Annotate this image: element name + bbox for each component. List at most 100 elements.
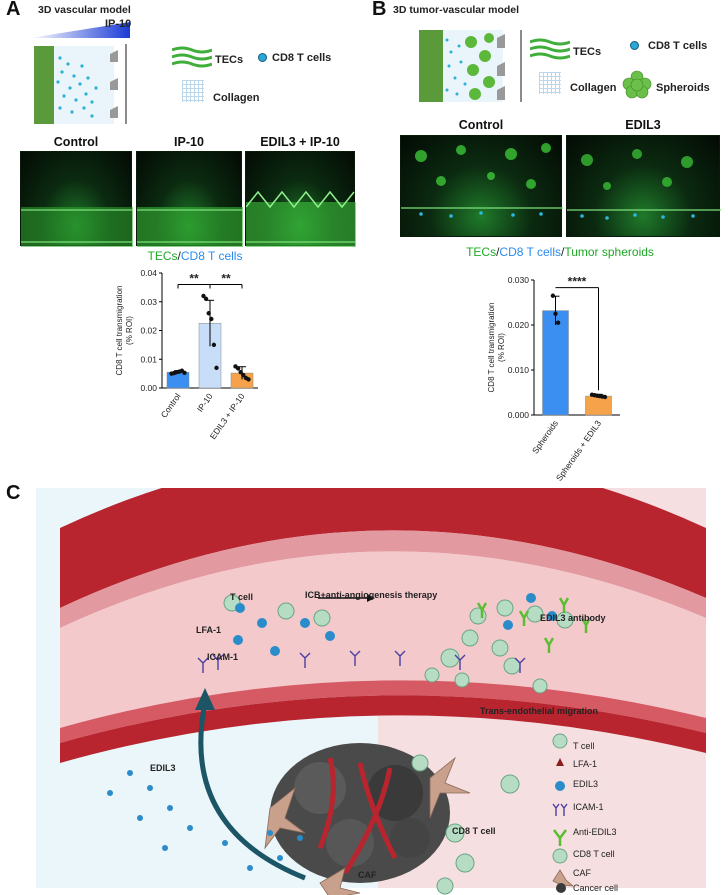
data-point xyxy=(235,366,241,371)
panel-b-channel-legend: TECs/CD8 T cells/Tumor spheroids xyxy=(440,245,680,259)
sig-label-b: **** xyxy=(568,275,587,289)
channel-b-tecs: TECs xyxy=(466,245,497,259)
ip10-gradient-wedge xyxy=(30,22,130,38)
tumor-vascular-model-schematic xyxy=(419,30,522,102)
data-point xyxy=(550,293,556,298)
tumor-mass xyxy=(270,743,450,883)
spheroid-icon xyxy=(622,70,652,99)
legend-tecs-label: TECs xyxy=(215,54,244,66)
c-label-icam1: ICAM-1 xyxy=(207,652,238,662)
category-label-1: IP-10 xyxy=(195,391,215,414)
c-label-edil3: EDIL3 xyxy=(150,763,176,773)
condition-label-control: Control xyxy=(53,135,99,149)
data-point xyxy=(206,311,211,316)
y-tick-label: 0.020 xyxy=(508,320,530,330)
legend-c-lfa1: LFA-1 xyxy=(573,759,598,769)
c-label-cd8-tcell: CD8 T cell xyxy=(452,826,496,836)
data-point xyxy=(602,394,608,400)
category-label-0: Spheroids xyxy=(530,418,560,455)
legend-c-tcell: T cell xyxy=(573,741,595,751)
panel-c-letter: C xyxy=(6,482,21,504)
micrograph-edil3-ip10 xyxy=(245,151,356,247)
micrograph-b-edil3 xyxy=(566,135,721,237)
y-tick-label: 0.000 xyxy=(508,410,530,420)
y-tick-label: 0.010 xyxy=(508,365,530,375)
ip10-gradient-label: IP-10 xyxy=(105,18,132,30)
bar-0 xyxy=(542,310,569,416)
panel-c-legend-icons xyxy=(552,733,575,887)
y-tick-label: 0.02 xyxy=(140,326,157,336)
panel-b-model-title: 3D tumor-vascular model xyxy=(393,4,520,16)
condition-label-b-control: Control xyxy=(458,118,504,132)
vessel-top-wall xyxy=(60,488,706,608)
c-label-therapy: ICB+anti-angiogenesis therapy xyxy=(305,590,438,600)
condition-label-b-edil3: EDIL3 xyxy=(625,118,661,132)
data-point xyxy=(201,293,206,299)
data-point xyxy=(203,296,209,302)
legend-c-edil3: EDIL3 xyxy=(573,779,599,789)
panel-a-letter: A xyxy=(6,0,21,20)
channel-b-cd8: CD8 T cells xyxy=(499,245,561,259)
c-label-edil3-antibody: EDIL3 antibody xyxy=(540,613,606,623)
data-point xyxy=(241,372,246,378)
data-point xyxy=(246,377,251,382)
channel-b-sep1: / xyxy=(496,245,500,259)
y-tick-label: 0.01 xyxy=(140,354,157,364)
legend-b-cd8-label: CD8 T cells xyxy=(648,40,708,52)
y-axis-label: CD8 T cell transmigration xyxy=(487,303,496,393)
tecs-icon xyxy=(172,46,212,68)
y-tick-label: 0.04 xyxy=(140,268,157,278)
bar-1 xyxy=(585,395,612,416)
data-point xyxy=(214,365,219,371)
data-point xyxy=(211,342,217,348)
category-label-1: Spheroids + EDIL3 xyxy=(554,418,603,483)
legend-c-icam1: ICAM-1 xyxy=(573,802,604,812)
y-tick-label: 0.03 xyxy=(140,297,157,307)
sig-label-1: ** xyxy=(189,272,199,286)
legend-c-cancer-cell: Cancer cell xyxy=(573,883,619,893)
c-label-trans-migration: Trans-endothelial migration xyxy=(480,706,599,716)
y-tick-label: 0.00 xyxy=(140,383,157,393)
vascular-model-schematic xyxy=(30,22,130,124)
legend-c-cd8-tcell: CD8 T cell xyxy=(573,849,615,859)
channel-b-sep2: / xyxy=(560,245,565,259)
vessel-bottom-wall xyxy=(60,695,706,763)
collagen-icon-b xyxy=(539,72,561,94)
condition-label-ip10: IP-10 xyxy=(174,135,204,149)
sig-label-2: ** xyxy=(221,272,231,286)
y-tick-label: 0.030 xyxy=(508,275,530,285)
tecs-icon-b xyxy=(530,38,570,60)
legend-collagen-label: Collagen xyxy=(213,92,260,104)
y-axis-label: (% ROI) xyxy=(125,316,134,345)
y-axis-label: CD8 T cell transmigration xyxy=(115,286,124,376)
panel-a-channel-legend: TECs/CD8 T cells xyxy=(130,249,260,263)
data-point xyxy=(182,370,187,375)
micrograph-b-control xyxy=(400,135,563,237)
cd8-tcell-icon-b xyxy=(630,41,639,50)
legend-c-caf: CAF xyxy=(573,868,591,878)
data-point xyxy=(553,311,558,316)
channel-tecs: TECs xyxy=(147,249,178,263)
legend-c-anti-edil3: Anti-EDIL3 xyxy=(573,827,617,837)
c-label-caf: CAF xyxy=(358,870,377,880)
legend-b-collagen-label: Collagen xyxy=(570,82,617,94)
c-label-tcell: T cell xyxy=(230,592,254,602)
legend-b-tecs-label: TECs xyxy=(573,46,602,58)
channel-cd8: CD8 T cells xyxy=(180,249,243,263)
data-point xyxy=(238,369,243,375)
panel-b-letter: B xyxy=(372,0,387,20)
legend-b-spheroids-label: Spheroids xyxy=(656,82,710,94)
panel-c-illustration xyxy=(36,488,706,895)
micrograph-control xyxy=(20,151,133,247)
category-label-0: Control xyxy=(159,391,183,419)
condition-label-edil3-ip10: EDIL3 + IP-10 xyxy=(260,135,340,149)
legend-cd8-label: CD8 T cells xyxy=(272,52,332,64)
collagen-icon xyxy=(182,80,204,102)
panel-a-model-title: 3D vascular model xyxy=(38,4,131,16)
c-label-lfa1: LFA-1 xyxy=(196,625,222,635)
data-point xyxy=(209,316,214,322)
data-point xyxy=(555,320,561,325)
cd8-tcell-icon xyxy=(258,53,267,62)
